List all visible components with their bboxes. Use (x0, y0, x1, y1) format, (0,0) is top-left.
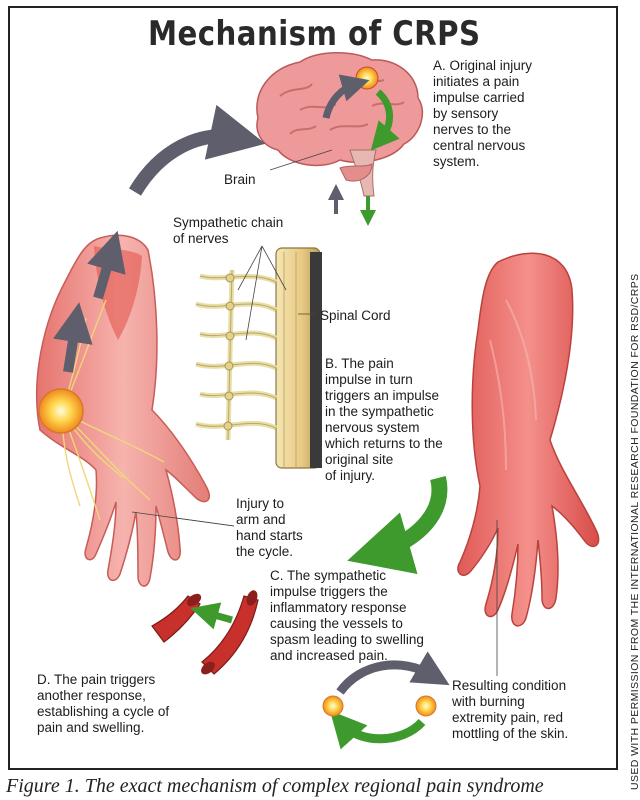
label-step-c: C. The sympathetic impulse triggers the … (270, 568, 424, 663)
label-injury: Injury to arm and hand starts the cycle. (236, 496, 303, 559)
pain-cycle-illustration (322, 651, 450, 750)
brain-illustration (256, 52, 424, 226)
injury-leader-lines (131, 511, 235, 527)
injured-arm-illustration (35, 230, 210, 587)
label-step-a: A. Original injury initiates a pain impu… (433, 58, 533, 169)
label-resulting-condition: Resulting condition with burning extremi… (452, 678, 569, 741)
figure-caption: Figure 1. The exact mechanism of complex… (6, 775, 544, 797)
brain-leader-line (269, 149, 333, 171)
gray-arrow-to-brain (128, 104, 266, 196)
label-brain: Brain (224, 172, 256, 187)
permission-credit: USED WITH PERMISSION FROM THE INTERNATIO… (629, 273, 640, 790)
spinal-cord-illustration (195, 247, 322, 469)
blood-vessels-illustration (151, 590, 259, 675)
green-arrow-to-vessels (347, 476, 448, 574)
label-step-b: B. The pain impulse in turn triggers an … (325, 356, 443, 483)
affected-arm-illustration (457, 252, 600, 627)
label-step-d: D. The pain triggers another response, e… (37, 672, 170, 735)
diagram-title: Mechanism of CRPS (148, 14, 481, 54)
label-spinal-cord: Spinal Cord (320, 308, 391, 323)
label-sympathetic-chain: Sympathetic chain of nerves (173, 215, 284, 246)
chain-leader-lines (237, 245, 316, 341)
